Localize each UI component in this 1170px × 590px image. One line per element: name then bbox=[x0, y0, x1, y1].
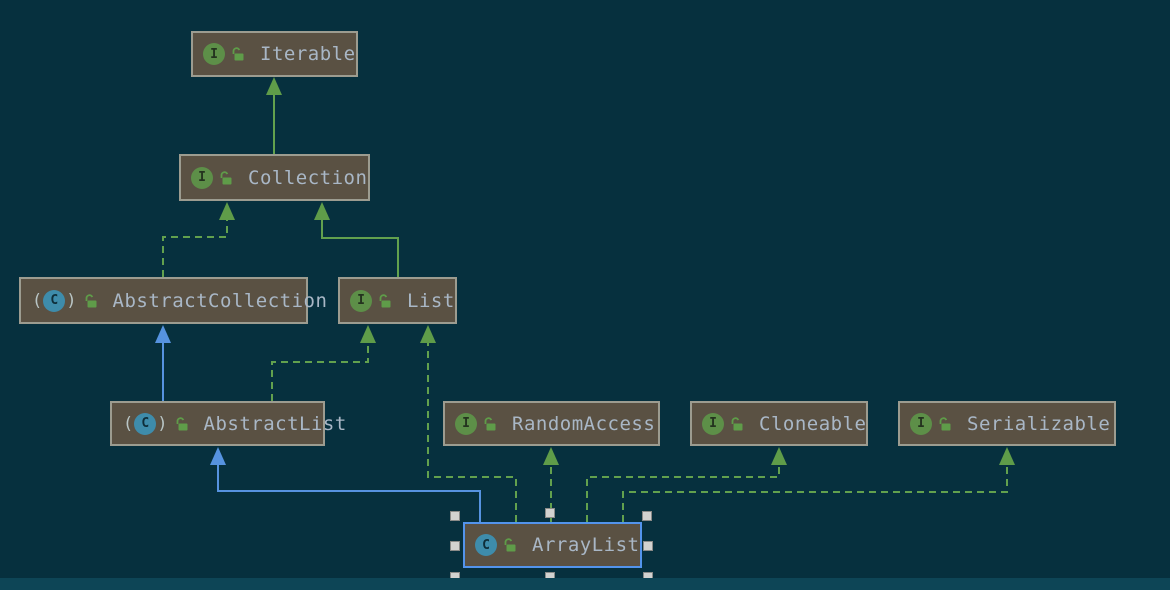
unlocked-padlock-icon bbox=[731, 416, 743, 430]
interface-icon: I bbox=[203, 43, 225, 65]
edge-arraylist-implements-cloneable[interactable] bbox=[586, 447, 787, 522]
arrowhead bbox=[543, 447, 559, 465]
arrowhead bbox=[155, 325, 171, 343]
node-label: Iterable bbox=[260, 43, 356, 65]
edge-arraylist-implements-list[interactable] bbox=[420, 325, 517, 522]
unlocked-padlock-icon bbox=[939, 416, 951, 430]
unlocked-padlock-icon bbox=[484, 416, 496, 430]
interface-icon: I bbox=[455, 412, 477, 435]
horizontal-scrollbar-track[interactable] bbox=[0, 578, 1170, 590]
node-label: Collection bbox=[248, 166, 368, 189]
unlocked-padlock-icon bbox=[379, 293, 391, 307]
edge-abstractlist-extends-abstractcollection[interactable] bbox=[155, 325, 171, 401]
edge-arraylist-implements-randomaccess[interactable] bbox=[543, 447, 559, 522]
selection-handle-top-right[interactable] bbox=[642, 511, 652, 521]
node-label: ArrayList bbox=[532, 534, 640, 556]
interface-icon: I bbox=[350, 289, 372, 312]
class-node-collection[interactable]: I Collection bbox=[179, 154, 370, 201]
selection-handle-top-middle[interactable] bbox=[545, 508, 555, 518]
class-node-iterable[interactable]: I Iterable bbox=[191, 31, 358, 77]
node-label: AbstractCollection bbox=[112, 289, 328, 312]
class-node-list[interactable]: I List bbox=[338, 277, 457, 324]
arrowhead bbox=[420, 325, 436, 343]
edge-abstractlist-implements-list[interactable] bbox=[271, 325, 376, 401]
edge-arraylist-implements-serializable[interactable] bbox=[622, 447, 1015, 522]
selection-handle-top-left[interactable] bbox=[450, 511, 460, 521]
class-node-random-access[interactable]: I RandomAccess bbox=[443, 401, 660, 446]
class-node-array-list[interactable]: C ArrayList bbox=[463, 522, 642, 568]
edge-collection-extends-iterable[interactable] bbox=[266, 77, 282, 154]
node-label: Serializable bbox=[967, 412, 1111, 435]
selection-handle-mid-left[interactable] bbox=[450, 541, 460, 551]
arrowhead bbox=[210, 447, 226, 465]
class-node-abstract-list[interactable]: ( C ) AbstractList bbox=[110, 401, 346, 446]
class-node-abstract-collection[interactable]: ( C ) AbstractCollection bbox=[19, 277, 327, 324]
interface-icon: I bbox=[191, 166, 213, 189]
class-icon: C bbox=[475, 534, 497, 556]
unlocked-padlock-icon bbox=[220, 170, 232, 184]
abstract-class-icon: ( C ) bbox=[123, 412, 168, 435]
class-node-cloneable[interactable]: I Cloneable bbox=[690, 401, 868, 446]
arrowhead bbox=[266, 77, 282, 95]
interface-icon: I bbox=[910, 412, 932, 435]
node-label: RandomAccess bbox=[512, 412, 656, 435]
node-label: AbstractList bbox=[203, 412, 347, 435]
interface-icon: I bbox=[702, 412, 724, 435]
arrowhead bbox=[771, 447, 787, 465]
arrowhead bbox=[360, 325, 376, 343]
selection-handle-mid-right[interactable] bbox=[643, 541, 653, 551]
edge-abstractcollection-implements-collection[interactable] bbox=[162, 202, 235, 277]
unlocked-padlock-icon bbox=[504, 538, 516, 552]
edge-list-extends-collection[interactable] bbox=[314, 202, 399, 277]
unlocked-padlock-icon bbox=[232, 47, 244, 61]
unlocked-padlock-icon bbox=[85, 293, 96, 307]
class-node-serializable[interactable]: I Serializable bbox=[898, 401, 1116, 446]
edge-arraylist-extends-abstractlist[interactable] bbox=[210, 447, 481, 522]
abstract-class-icon: ( C ) bbox=[32, 289, 77, 312]
node-label: List bbox=[407, 289, 455, 312]
arrowhead bbox=[999, 447, 1015, 465]
unlocked-padlock-icon bbox=[176, 416, 187, 430]
node-label: Cloneable bbox=[759, 412, 867, 435]
arrowhead bbox=[314, 202, 330, 220]
arrowhead bbox=[219, 202, 235, 220]
